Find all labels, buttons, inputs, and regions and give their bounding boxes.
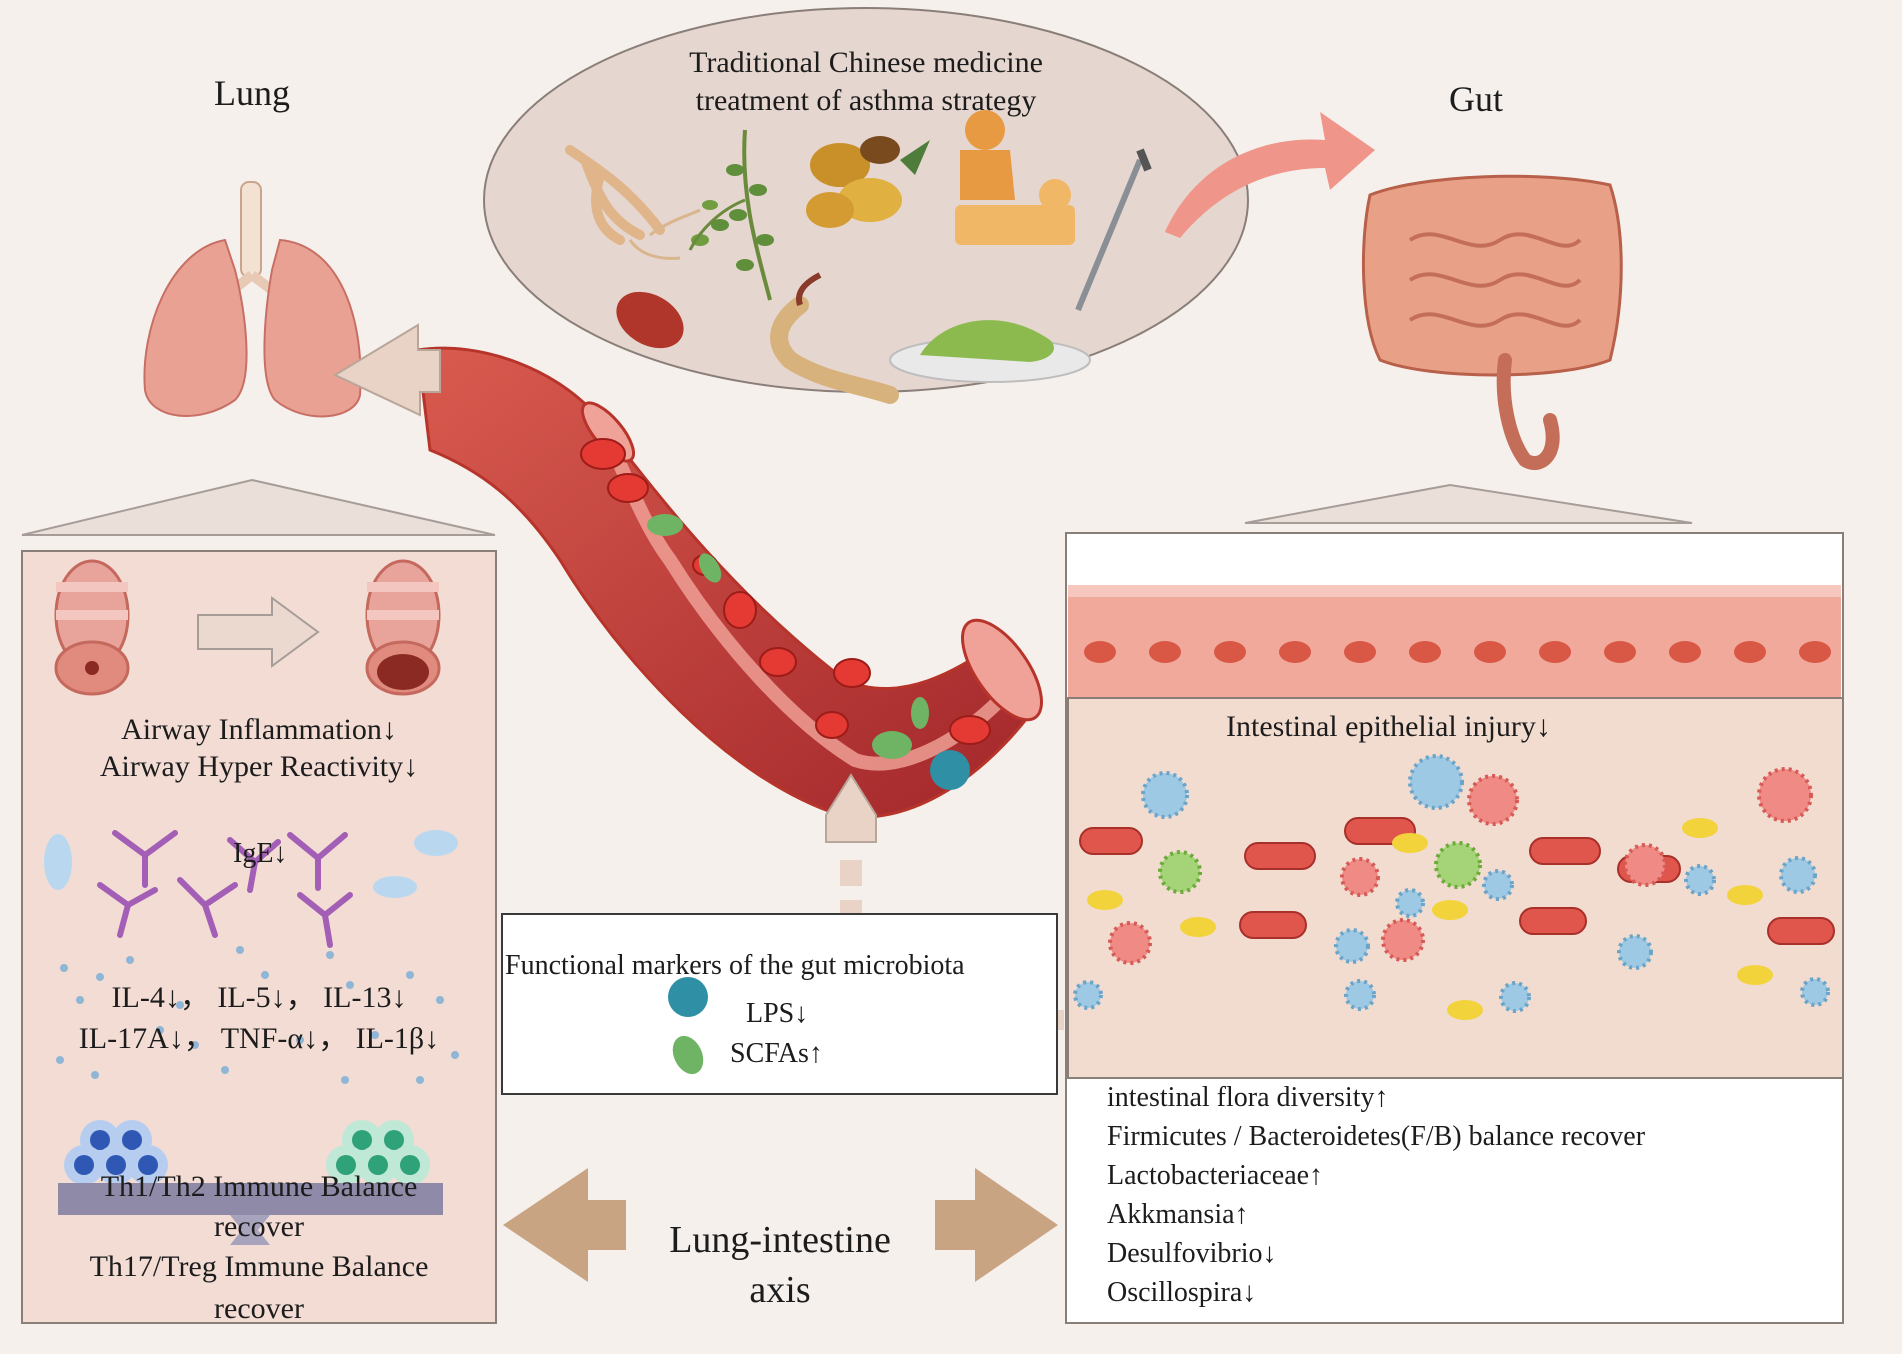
red-berry-icon <box>616 291 684 349</box>
acupuncture-needle-icon <box>1075 148 1152 312</box>
herb-sprig-icon <box>688 129 774 301</box>
tcm-title-line1: Traditional Chinese medicine <box>689 46 1043 79</box>
cytokine-dots <box>56 946 459 1084</box>
lps-label: LPS↓ <box>746 998 809 1029</box>
lps-particle <box>930 750 970 790</box>
flora-item: Lactobacteriaceae↑ <box>1107 1160 1324 1191</box>
cytokines-line2: IL-17A↓， TNF-α↓， IL-1β↓ <box>78 1022 440 1055</box>
gut-pointer <box>1244 483 1693 524</box>
axis-right-arrow <box>935 1168 1058 1282</box>
markers-to-vessel-arrow <box>825 773 877 914</box>
gut-organ-icon <box>1361 174 1623 470</box>
cocci-yellow <box>1087 818 1773 1020</box>
epithelium-layer <box>1068 595 1841 698</box>
ige-label: IgE↓ <box>233 838 288 869</box>
lung-organ-icon <box>143 181 362 418</box>
flora-list: intestinal flora diversity↑ Firmicutes /… <box>1107 1078 1645 1312</box>
flora-item: Firmicutes / Bacteroidetes(F/B) balance … <box>1107 1121 1646 1152</box>
flora-item: Desulfovibrio↓ <box>1107 1238 1277 1269</box>
airway-normal-icon <box>365 559 441 696</box>
mast-cell-bottom <box>373 876 417 898</box>
vessel-to-lung-arrow <box>332 323 441 417</box>
virus-red <box>1108 767 1813 965</box>
gut-title: Gut <box>1449 79 1503 119</box>
tcm-to-gut-arrow <box>1165 112 1375 238</box>
lung-title: Lung <box>214 73 290 113</box>
th-cells-green <box>326 1120 430 1185</box>
th1-th2-line2: recover <box>214 1210 304 1243</box>
flora-item: Akkmansia↑ <box>1107 1199 1249 1230</box>
scfa-legend-icon <box>672 1035 704 1075</box>
axis-left-arrow <box>503 1168 626 1282</box>
flora-item: Oscillospira↓ <box>1107 1277 1257 1308</box>
flora-item: intestinal flora diversity↑ <box>1107 1082 1389 1113</box>
th17-treg-line1: Th17/Treg Immune Balance <box>89 1250 429 1283</box>
scfa-particles <box>647 514 929 759</box>
blood-vessel <box>416 346 1044 819</box>
axis-label: Lung-intestine axis <box>640 1215 920 1315</box>
markers-title: Functional markers of the gut microbiota <box>505 950 965 981</box>
cordyceps-icon <box>770 272 899 404</box>
massage-icon <box>955 110 1075 245</box>
mast-cell-right <box>414 830 458 856</box>
markers-box <box>501 913 1058 1095</box>
th1-th2-line1: Th1/Th2 Immune Balance <box>100 1170 418 1203</box>
virus-green <box>1158 841 1482 894</box>
herbal-slices-icon <box>806 136 930 228</box>
airway-inflamed-icon <box>54 559 130 696</box>
antibodies-icon <box>97 830 353 948</box>
green-powder-icon <box>889 320 1091 383</box>
red-blood-cells <box>580 438 991 745</box>
virus-blue <box>1073 754 1830 1013</box>
th-cells-blue <box>64 1120 168 1185</box>
th17-treg-line2: recover <box>214 1292 304 1325</box>
ginseng-icon <box>565 145 701 260</box>
balance-stand <box>230 1215 270 1245</box>
epithelial-injury-label: Intestinal epithelial injury↓ <box>1226 710 1551 743</box>
tcm-title-line2: treatment of asthma strategy <box>695 84 1037 117</box>
mast-cell-left <box>44 834 72 890</box>
axis-label-line2: axis <box>749 1269 811 1311</box>
tcm-title: Traditional Chinese medicine treatment o… <box>560 44 1172 120</box>
scfas-label: SCFAs↑ <box>730 1038 823 1069</box>
lps-legend-icon <box>668 977 708 1017</box>
airway-change-arrow <box>197 596 320 668</box>
lung-pointer <box>21 478 496 536</box>
airway-hyper-label: Airway Hyper Reactivity↓ <box>99 750 419 783</box>
airway-inflammation-label: Airway Inflammation↓ <box>121 713 397 746</box>
epithelial-cells <box>1084 641 1831 663</box>
axis-label-line1: Lung-intestine <box>669 1219 891 1261</box>
balance-beam <box>58 1183 443 1215</box>
cytokines-line1: IL-4↓， IL-5↓， IL-13↓ <box>111 981 407 1014</box>
